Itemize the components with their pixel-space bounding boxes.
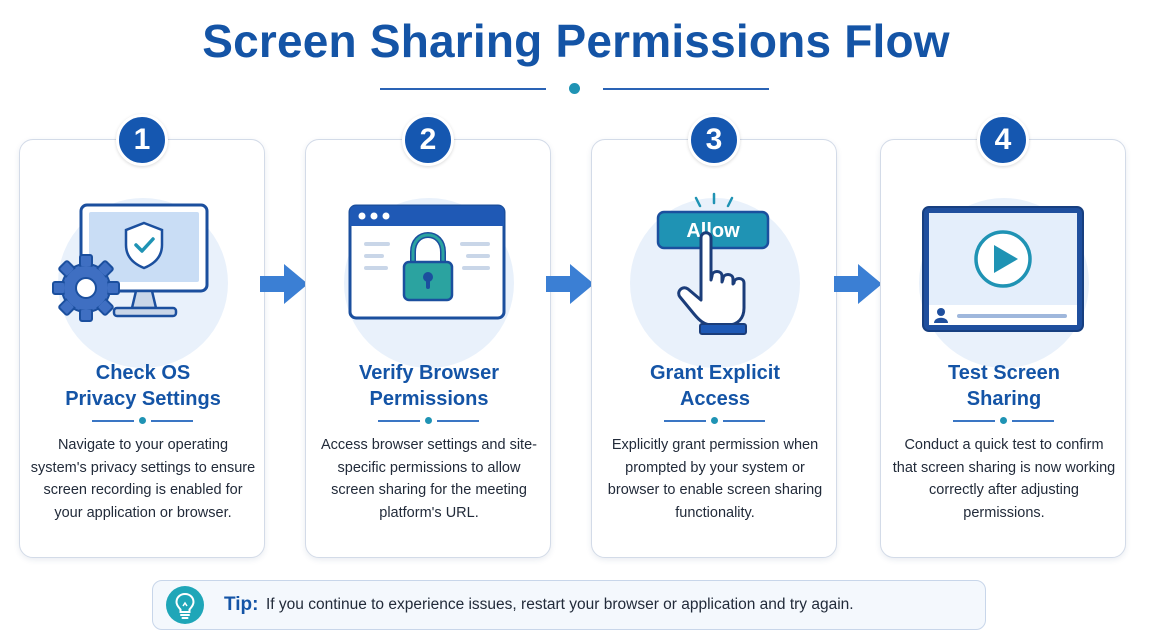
step-2-title-line2: Permissions — [369, 388, 489, 410]
arrow-right-icon — [834, 264, 882, 304]
step-4-description: Conduct a quick test to confirm that scr… — [892, 437, 1116, 521]
step-1-rule-dot — [139, 417, 146, 424]
allow-button-label: Allow — [686, 220, 740, 242]
title-rule-left — [380, 88, 546, 90]
step-1-rule-right — [151, 420, 193, 422]
step-2-number: 2 — [402, 114, 454, 166]
step-4-title-line2: Sharing — [966, 388, 1042, 410]
step-4-rule-right — [1012, 420, 1054, 422]
step-4-card: Test Screen Sharing Conduct a quick test… — [880, 139, 1126, 558]
step-1-rule-left — [92, 420, 134, 422]
step-2-title-line1: Verify Browser — [358, 362, 500, 384]
step-1-title-line2: Privacy Settings — [65, 388, 221, 410]
monitor-shield-gear-icon — [52, 203, 209, 322]
step-3-rule-left — [664, 420, 706, 422]
step-4-rule-dot — [1000, 417, 1007, 424]
tip-label: Tip: — [224, 594, 259, 615]
tip-banner: Tip: If you continue to experience issue… — [152, 580, 986, 630]
step-2-rule-left — [378, 420, 420, 422]
step-2-title: Verify Browser Permissions — [306, 360, 552, 412]
step-3-rule-dot — [711, 417, 718, 424]
video-window-icon — [922, 206, 1084, 332]
step-3-number: 3 — [688, 114, 740, 166]
step-3-title-line2: Access — [679, 388, 751, 410]
title-dot — [569, 83, 580, 94]
step-4-rule-left — [953, 420, 995, 422]
tip-text: If you continue to experience issues, re… — [266, 596, 854, 613]
step-3-description: Explicitly grant permission when prompte… — [607, 437, 823, 521]
step-1-title: Check OS Privacy Settings — [20, 360, 266, 412]
step-1-description: Navigate to your operating system's priv… — [30, 437, 256, 521]
step-1-card: Check OS Privacy Settings Navigate to yo… — [19, 139, 265, 558]
step-2-rule-right — [437, 420, 479, 422]
step-2-rule-dot — [425, 417, 432, 424]
arrow-right-icon — [546, 264, 594, 304]
arrow-right-icon — [260, 264, 308, 304]
step-2-card: Verify Browser Permissions Access browse… — [305, 139, 551, 558]
lightbulb-icon — [166, 586, 204, 624]
step-1-title-line1: Check OS — [95, 362, 191, 384]
step-3-rule-right — [723, 420, 765, 422]
step-4-number: 4 — [977, 114, 1029, 166]
step-4-title-line1: Test Screen — [948, 362, 1060, 384]
step-2-description: Access browser settings and site-specifi… — [321, 437, 537, 521]
step-3-title-line1: Grant Explicit — [649, 362, 781, 384]
browser-lock-icon — [348, 204, 506, 320]
title-rule-right — [603, 88, 769, 90]
step-4-title: Test Screen Sharing — [881, 360, 1127, 412]
step-1-number: 1 — [116, 114, 168, 166]
allow-button-hand-icon: Allow — [656, 192, 770, 335]
step-3-title: Grant Explicit Access — [592, 360, 838, 412]
page-title: Screen Sharing Permissions Flow — [202, 15, 950, 67]
step-3-card: Allow Grant Explicit Access Explicitly g… — [591, 139, 837, 558]
